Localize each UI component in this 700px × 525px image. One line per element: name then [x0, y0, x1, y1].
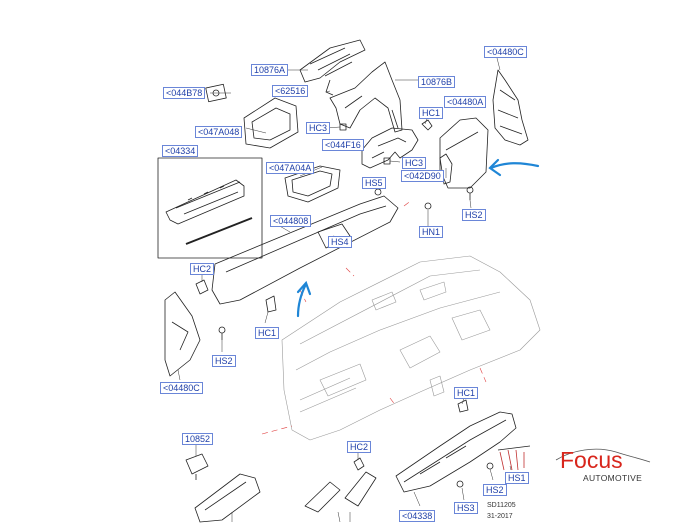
label-62516: <62516 — [272, 85, 309, 97]
part-HN1-nut — [424, 202, 432, 210]
label-04480C-top: <04480C — [484, 46, 527, 58]
red-reference-lines — [261, 199, 487, 435]
callout-arrow-right — [488, 158, 540, 177]
part-HC1-clip-c — [457, 399, 469, 413]
part-HC1-clip-b — [265, 295, 277, 313]
part-10852-clip — [185, 453, 209, 480]
callout-arrow-left — [296, 280, 312, 318]
part-04480C-side-panel-right — [492, 69, 529, 146]
label-HC1-c: HC1 — [454, 387, 479, 399]
part-047A04A-bezel — [284, 165, 341, 203]
label-044F16: <044F16 — [322, 139, 364, 151]
label-044808: <044808 — [270, 215, 312, 227]
part-HS5-screw — [374, 188, 382, 196]
inset-04334-box — [157, 157, 263, 259]
label-044B78: <044B78 — [163, 87, 206, 99]
part-04338-lower-assembly — [395, 411, 517, 493]
label-HC3-a: HC3 — [306, 122, 331, 134]
label-10876B: 10876B — [418, 76, 456, 88]
label-10876A: 10876A — [251, 64, 289, 76]
part-10876A-bracket — [299, 39, 366, 96]
part-knee-trim — [304, 471, 377, 513]
label-10852: 10852 — [182, 433, 214, 445]
logo-word: Focus — [560, 447, 623, 473]
part-04480C-side-panel-left — [164, 291, 201, 377]
label-HS3: HS3 — [454, 502, 478, 514]
focus-automotive-logo: Focus AUTOMOTIVE — [552, 446, 662, 486]
label-HS5: HS5 — [362, 177, 386, 189]
label-HC1-b: HC1 — [255, 327, 280, 339]
label-04334: <04334 — [162, 145, 199, 157]
label-HC2-a: HC2 — [190, 263, 215, 275]
label-042D90: <042D90 — [401, 170, 444, 182]
label-HC3-b: HC3 — [402, 157, 427, 169]
label-HC2-b: HC2 — [347, 441, 372, 453]
part-10876B-bezel — [329, 61, 403, 133]
part-HS2-screw-c — [486, 462, 494, 470]
part-HS1-harness — [497, 445, 531, 471]
label-047A048: <047A048 — [195, 126, 243, 138]
part-HS2-screw-a — [466, 186, 474, 200]
part-047A048-cluster-hood — [243, 97, 299, 149]
logo-car-outline-icon — [555, 448, 651, 463]
label-HS2-a: HS2 — [462, 209, 486, 221]
label-HN1: HN1 — [419, 226, 444, 238]
part-lower-left-trim — [194, 473, 261, 523]
part-HC2-clip-b — [353, 457, 365, 471]
part-HS2-screw-b — [218, 326, 226, 340]
label-HC1-a: HC1 — [419, 107, 444, 119]
logo-subtitle: AUTOMOTIVE — [583, 473, 643, 483]
label-04480A: <04480A — [444, 96, 487, 108]
label-04480C-bottom: <04480C — [160, 382, 203, 394]
label-HS2-b: HS2 — [212, 355, 236, 367]
label-HS4: HS4 — [328, 236, 352, 248]
dashboard-assembly — [281, 255, 541, 441]
part-HC2-clip-a — [195, 279, 209, 295]
part-044F16-vent-surround — [361, 127, 419, 169]
label-04338: <04338 — [399, 510, 436, 522]
label-HS1: HS1 — [505, 472, 529, 484]
diagram-date: 31-2017 — [487, 513, 513, 520]
diagram-code: SD11205 — [487, 502, 516, 509]
label-047A04A: <047A04A — [266, 162, 315, 174]
part-HC1-clip-a — [421, 119, 433, 131]
part-HS3-screw — [456, 480, 464, 488]
label-HS2-c: HS2 — [483, 484, 507, 496]
part-04480A-panel — [439, 117, 489, 189]
